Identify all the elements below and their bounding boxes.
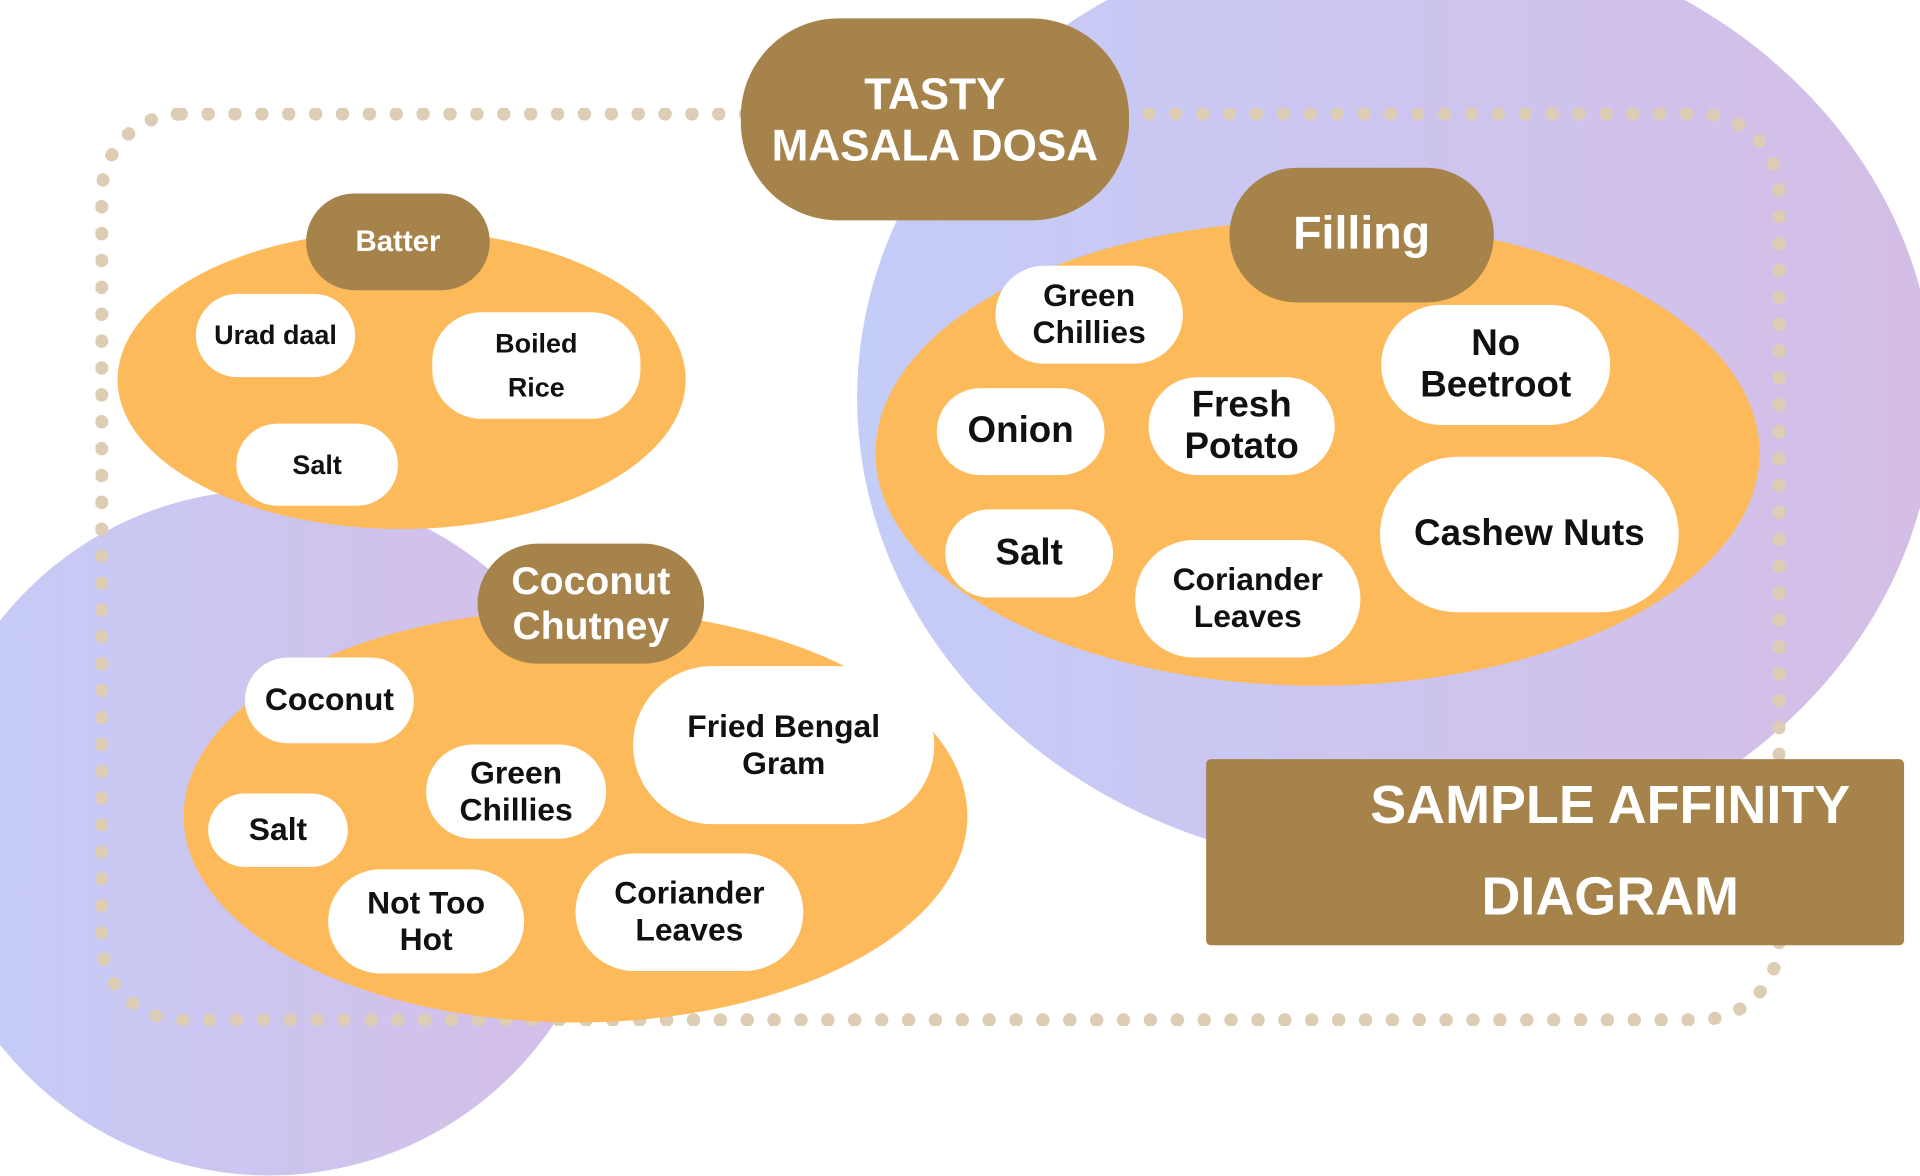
note-green-chillies: Green Chillies	[995, 265, 1183, 364]
diagram-title: TASTY MASALA DOSA	[740, 18, 1129, 221]
note-coriander-leaves: Coriander Leaves	[575, 853, 804, 972]
note-salt: Salt	[208, 793, 348, 867]
note-urad-daal: Urad daal	[195, 293, 356, 378]
note-boiled-rice: Boiled Rice	[432, 312, 641, 419]
group-label-filling: Filling	[1229, 167, 1494, 303]
note-salt: Salt	[236, 423, 398, 506]
note-no-beetroot: No Beetroot	[1381, 304, 1611, 425]
group-label-coconut-chutney: Coconut Chutney	[477, 543, 705, 664]
note-green-chillies: Green Chillies	[426, 744, 607, 839]
note-coriander-leaves: Coriander Leaves	[1135, 540, 1361, 658]
note-salt: Salt	[945, 509, 1114, 598]
note-onion: Onion	[936, 388, 1105, 476]
note-cashew-nuts: Cashew Nuts	[1380, 456, 1679, 613]
note-coconut: Coconut	[244, 657, 414, 744]
note-not-too-hot: Not Too Hot	[328, 869, 525, 974]
note-fresh-potato: Fresh Potato	[1148, 377, 1335, 476]
diagram-footer-title: SAMPLE AFFINITY DIAGRAM	[1206, 759, 1905, 946]
group-label-batter: Batter	[306, 193, 490, 291]
note-fried-bengal-gram: Fried Bengal Gram	[633, 666, 935, 825]
